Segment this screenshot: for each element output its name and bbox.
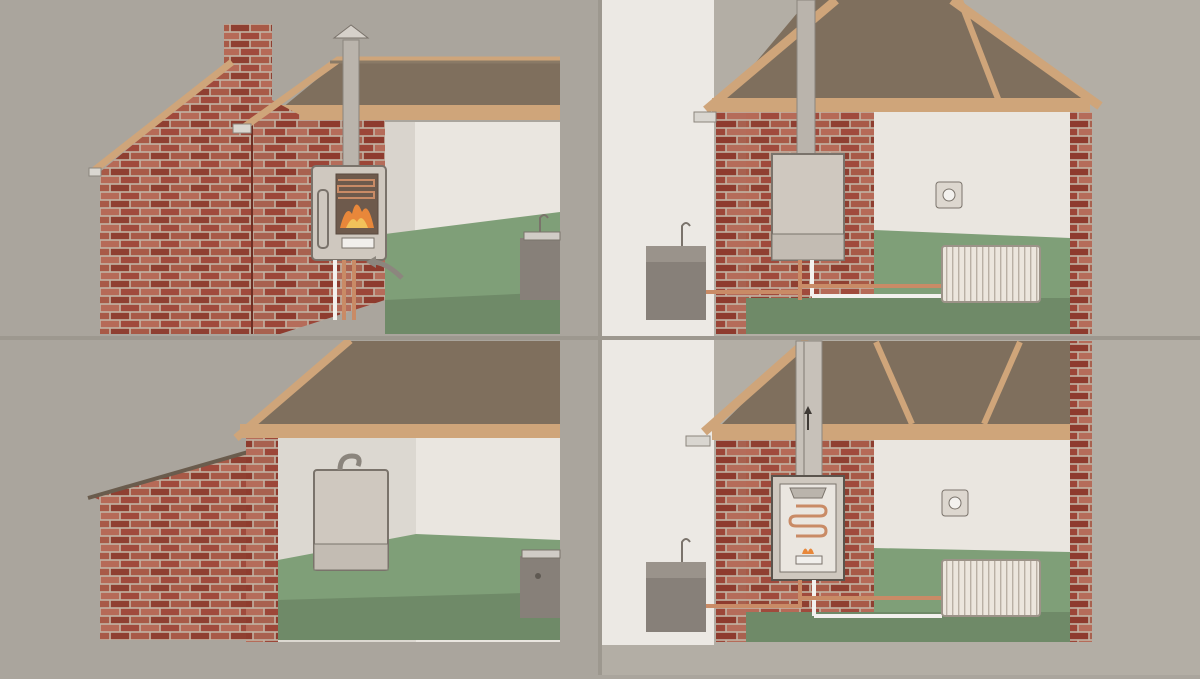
heat-exchanger-coil: [788, 504, 828, 538]
brick-wall-right: [1070, 112, 1092, 334]
panel-bottom-right: [602, 336, 1200, 675]
gutter: [693, 111, 717, 123]
thermostat-dial-icon: [942, 188, 956, 202]
gutter: [232, 123, 252, 134]
brick-wall-right: [1070, 341, 1092, 642]
ceiling-beam: [245, 105, 560, 120]
roof-truss: [873, 340, 915, 426]
sink-unit: [520, 238, 560, 300]
flue-pipe: [796, 0, 816, 157]
floor: [746, 298, 1070, 334]
roof-edge: [233, 336, 353, 442]
brick-wall: [246, 438, 278, 642]
flame-icon: [340, 204, 374, 228]
flue-outlet: [337, 453, 362, 471]
radiator: [941, 559, 1041, 617]
brick-wall-left: [716, 440, 746, 642]
vertical-divider: [598, 0, 602, 675]
roof-edge: [701, 336, 811, 436]
panel-bottom-left: [0, 336, 600, 675]
panel-top-left: [0, 0, 600, 337]
tap-icon: [681, 538, 691, 562]
brick-lean-to-wall: [90, 452, 246, 640]
brick-wall-left: [716, 112, 746, 334]
flue-cap: [332, 24, 370, 39]
roof-interior: [240, 341, 560, 436]
gutter: [685, 435, 711, 447]
sink-unit: [520, 556, 560, 618]
roof-truss: [957, 0, 1003, 106]
ceiling-beam: [240, 424, 560, 438]
panel-top-right: [602, 0, 1200, 337]
heat-exchanger-coil: [337, 179, 375, 199]
burner: [795, 555, 823, 565]
thermostat-dial-icon: [948, 496, 962, 510]
chimney-stack: [224, 24, 272, 64]
floor: [278, 592, 560, 640]
tap-icon: [539, 214, 549, 232]
roof-edge: [89, 59, 235, 175]
ceiling-beam: [712, 98, 1090, 112]
flue-pipe: [342, 39, 360, 169]
brick-gable-wall: [100, 40, 300, 334]
radiator: [941, 245, 1041, 303]
floor: [385, 292, 560, 334]
flame-icon: [802, 548, 814, 554]
tap-icon: [681, 222, 691, 246]
ceiling-beam: [712, 424, 1090, 440]
burner: [341, 237, 375, 249]
